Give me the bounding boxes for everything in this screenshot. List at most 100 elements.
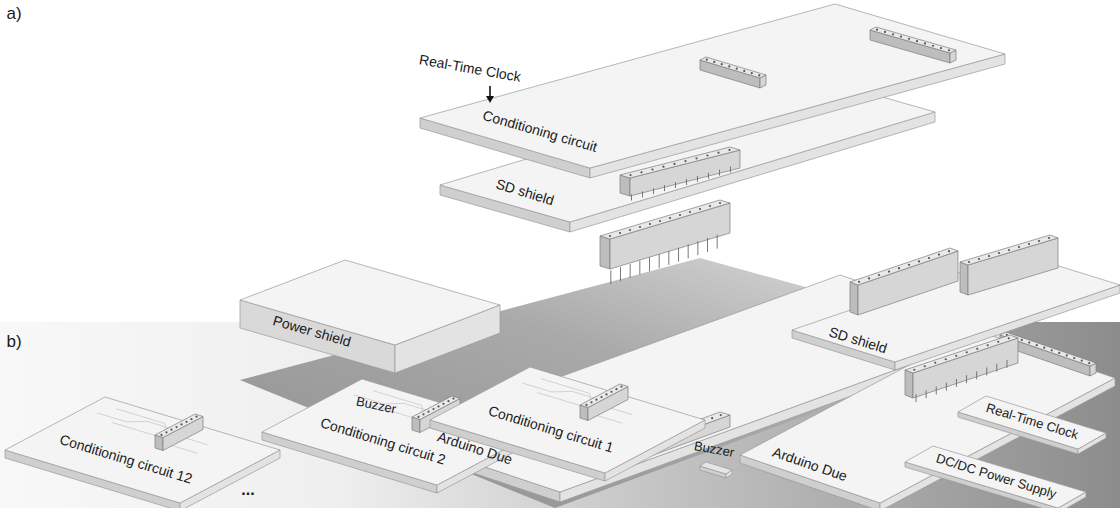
pin-hole: [689, 211, 691, 213]
pin-hole: [1081, 360, 1083, 362]
pin-hole: [968, 261, 970, 263]
pin: [708, 173, 709, 179]
pin-hole: [709, 205, 711, 207]
power-shield-board: [240, 260, 500, 373]
pin-hole: [1036, 344, 1038, 346]
pin-hole: [868, 277, 870, 279]
pin: [966, 375, 967, 383]
board-top: [960, 235, 1058, 265]
board-side: [960, 262, 968, 295]
pin: [678, 248, 679, 262]
pin-hole: [1021, 339, 1023, 341]
pin-hole: [180, 423, 182, 425]
pin-hole: [988, 255, 990, 257]
pin-hole: [966, 351, 968, 353]
pin-hole: [728, 149, 730, 151]
pin-hole: [948, 250, 950, 252]
pin: [664, 185, 665, 191]
pin-hole: [916, 40, 918, 42]
pin-hole: [721, 63, 723, 65]
pin-hole: [987, 344, 989, 346]
pin-hole: [447, 400, 449, 402]
pin-header: [850, 248, 958, 315]
pin: [630, 264, 631, 278]
pin-hole: [998, 252, 1000, 254]
board-top: [580, 384, 628, 408]
pin: [659, 254, 660, 268]
pin-hole: [1018, 246, 1020, 248]
pin-hole: [629, 229, 631, 231]
pin-hole: [195, 415, 197, 417]
pin-hole: [175, 426, 177, 428]
pin-hole: [751, 72, 753, 74]
pin-hole: [651, 168, 653, 170]
pin-hole: [427, 411, 429, 413]
pin-hole: [639, 226, 641, 228]
pin-hole: [669, 217, 671, 219]
pin-hole: [736, 68, 738, 70]
pin-hole: [924, 42, 926, 44]
board-side: [858, 251, 958, 315]
pin: [653, 188, 654, 194]
board-top: [420, 4, 1005, 168]
board-top: [870, 27, 956, 53]
board-top: [850, 248, 958, 285]
pin: [631, 194, 632, 200]
board-side: [905, 370, 913, 398]
pin-hole: [898, 267, 900, 269]
pin-header: [155, 414, 203, 451]
pin: [730, 167, 731, 173]
pin-hole: [600, 396, 602, 398]
pin-hole: [662, 166, 664, 168]
pin: [686, 179, 687, 185]
pin-hole: [743, 70, 745, 72]
buzzer-part: [700, 462, 732, 478]
pin-hole: [695, 157, 697, 159]
dcdc-board: [905, 446, 1086, 508]
part-name: Arduino Due: [436, 428, 515, 467]
pin: [996, 364, 997, 372]
pin-hole: [437, 405, 439, 407]
conditioning-board: [420, 4, 1005, 178]
header-pins: [611, 235, 717, 285]
pin: [649, 257, 650, 271]
pin-hole: [1066, 354, 1068, 356]
pin-hole: [878, 274, 880, 276]
pin-hole: [699, 208, 701, 210]
part-name: Conditioning circuit 12: [57, 431, 193, 487]
panel-letter: a): [6, 4, 21, 24]
pin-hole: [432, 408, 434, 410]
pin: [639, 261, 640, 275]
pin: [717, 235, 718, 249]
pin-hole: [892, 33, 894, 35]
part-name: Buzzer: [355, 394, 398, 417]
pin-hole: [720, 414, 722, 416]
pin-hole: [913, 369, 915, 371]
board-top: [430, 367, 705, 473]
pin-hole: [1008, 337, 1010, 339]
pin-hole: [945, 358, 947, 360]
part-name: Buzzer: [693, 439, 735, 461]
part-name: Arduino Due: [771, 444, 850, 485]
board-side: [600, 236, 610, 269]
pin-hole: [684, 160, 686, 162]
part-name: Conditioning circuit: [481, 107, 599, 155]
pin-hole: [649, 223, 651, 225]
board-top: [155, 414, 203, 438]
pin: [697, 176, 698, 182]
part-name: SD shield: [494, 176, 556, 209]
board-top: [5, 397, 280, 503]
pin-hole: [1051, 349, 1053, 351]
pin: [675, 182, 676, 188]
pin-hole: [934, 362, 936, 364]
ellipsis: ...: [241, 481, 254, 499]
pin-hole: [679, 214, 681, 216]
pin-hole: [706, 154, 708, 156]
part-name: Conditioning circuit 1: [486, 402, 615, 455]
pin-hole: [422, 413, 424, 415]
pin: [976, 371, 977, 379]
pin-hole: [452, 397, 454, 399]
pin-hole: [940, 47, 942, 49]
pin-hole: [640, 171, 642, 173]
pin-header: [960, 235, 1058, 295]
